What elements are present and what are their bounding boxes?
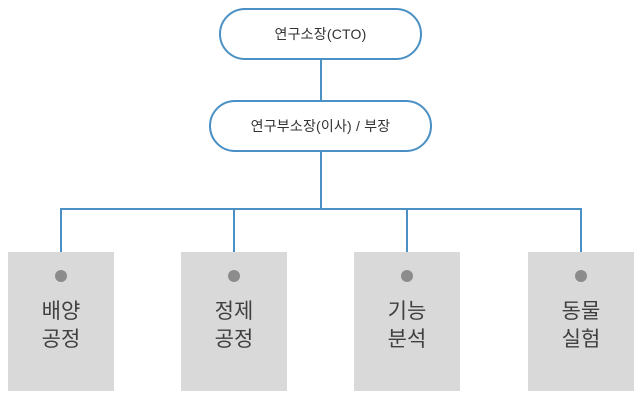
node-function-analysis[interactable]: 기능 분석 [354, 252, 460, 391]
node-cto-label: 연구소장(CTO) [274, 26, 367, 42]
connector-bus-to-function-analysis [406, 208, 408, 252]
connector-cto-to-vp [320, 60, 322, 100]
connector-horizontal-bus [60, 208, 582, 210]
node-animal-test-label: 동물 실험 [561, 300, 601, 351]
connector-vp-to-bus [320, 152, 322, 209]
node-culture-label: 배양 공정 [41, 300, 81, 351]
node-culture[interactable]: 배양 공정 [8, 252, 114, 391]
node-purification[interactable]: 정제 공정 [181, 252, 287, 391]
node-purification-label: 정제 공정 [214, 300, 254, 351]
node-vp-label: 연구부소장(이사) / 부장 [250, 118, 391, 134]
connector-bus-to-culture [60, 208, 62, 252]
node-cto[interactable]: 연구소장(CTO) [219, 8, 422, 60]
connector-bus-to-purification [233, 208, 235, 252]
bullet-dot-icon [401, 270, 413, 282]
bullet-dot-icon [575, 270, 587, 282]
bullet-dot-icon [55, 270, 67, 282]
bullet-dot-icon [228, 270, 240, 282]
connector-bus-to-animal-test [580, 208, 582, 252]
node-function-analysis-label: 기능 분석 [387, 300, 427, 351]
node-animal-test[interactable]: 동물 실험 [528, 252, 634, 391]
node-vp[interactable]: 연구부소장(이사) / 부장 [209, 100, 432, 152]
